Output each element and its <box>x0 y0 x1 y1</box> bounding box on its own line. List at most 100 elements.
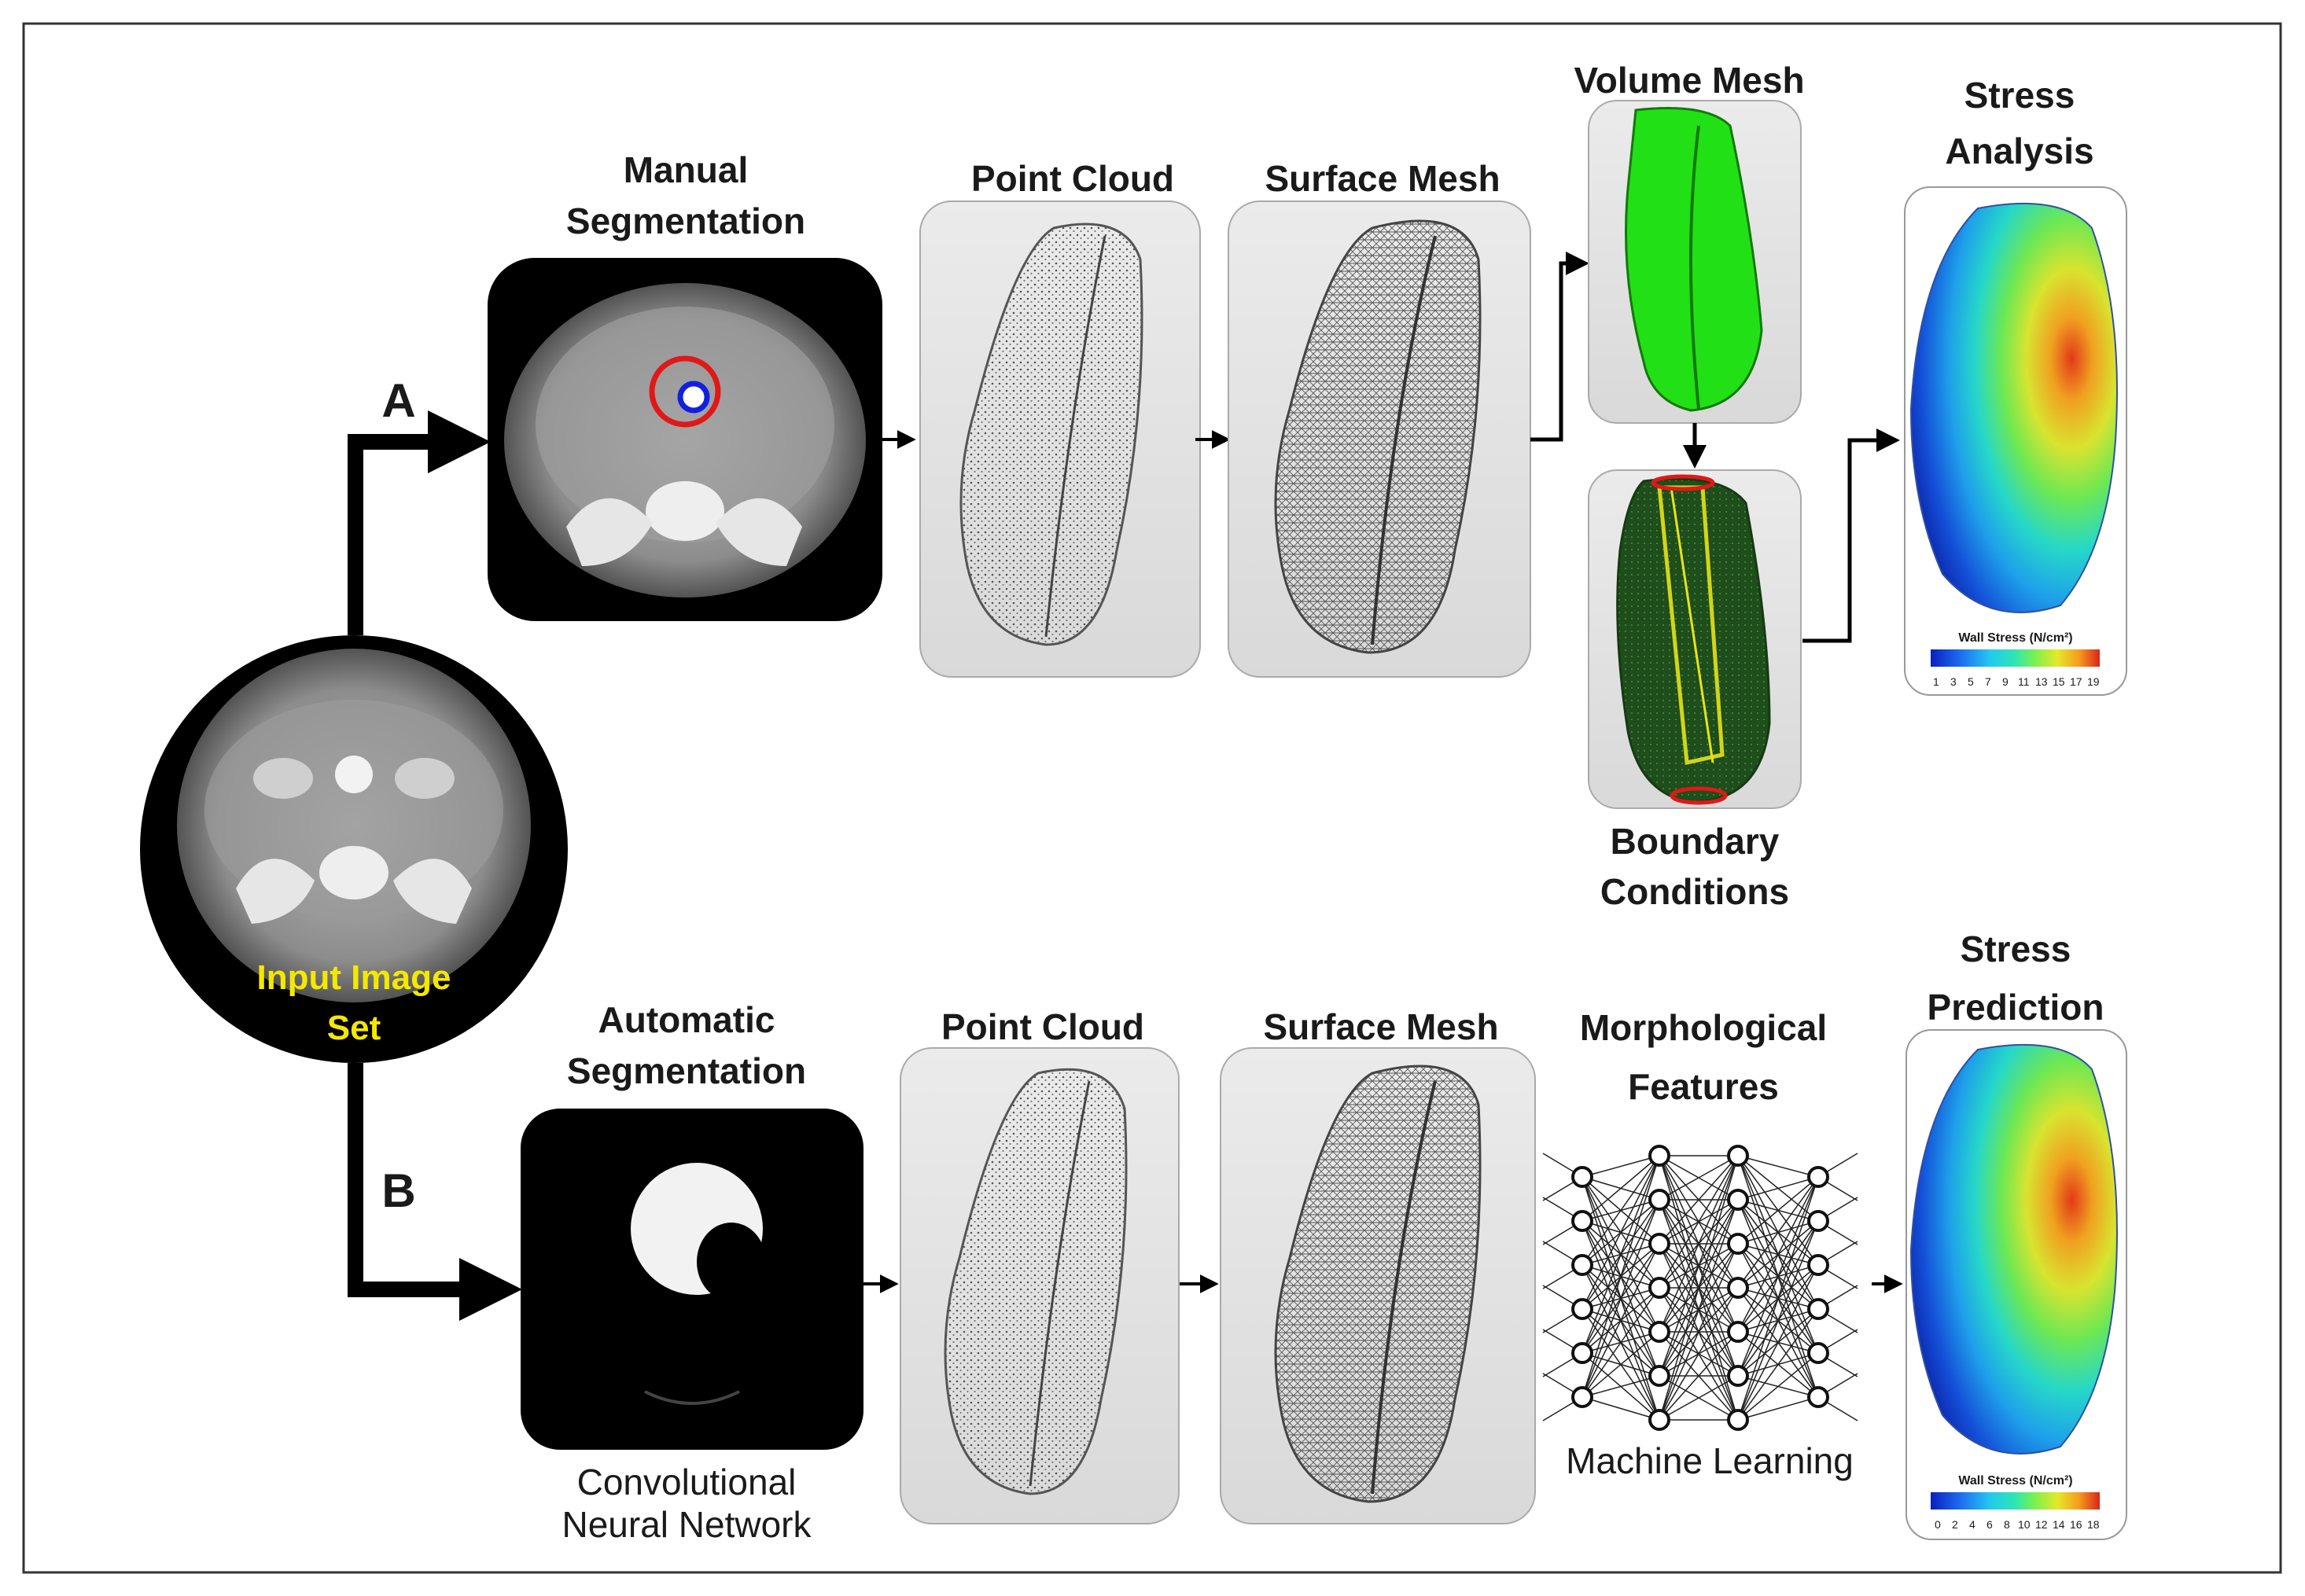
surface-mesh-a-title: Surface Mesh <box>1265 158 1500 199</box>
branch-a-arrow <box>348 410 491 635</box>
point-cloud-b-shape <box>944 1068 1128 1495</box>
nn-edge <box>1659 1287 1739 1421</box>
morph-title-2: Features <box>1628 1066 1779 1107</box>
branch-a-letter: A <box>381 374 415 427</box>
nn-edge <box>1659 1155 1739 1245</box>
input-label-line2: Set <box>327 1009 381 1047</box>
stress-analysis-map <box>1909 202 2118 613</box>
nn-edge <box>1581 1155 1660 1354</box>
nn-edge <box>1581 1375 1660 1398</box>
nn-node <box>1571 1386 1593 1408</box>
branch-b-arrow <box>348 1063 522 1321</box>
legend-a-tick: 3 <box>1950 675 1957 688</box>
legend-a-tick: 13 <box>2035 675 2048 688</box>
nn-edge <box>1659 1243 1739 1421</box>
nn-edge <box>1581 1155 1660 1266</box>
nn-edge <box>1737 1264 1819 1421</box>
arrow-a5 <box>1802 428 1900 643</box>
nn-node <box>1807 1166 1829 1188</box>
legend-b-tick: 12 <box>2035 1518 2048 1531</box>
nn-edge <box>1737 1176 1819 1289</box>
nn-node <box>1571 1210 1593 1232</box>
boundary-bottom <box>1670 786 1728 805</box>
nn-edge <box>1581 1331 1660 1398</box>
legend-b-colorbar <box>1931 1492 2100 1510</box>
nn-edge <box>1659 1199 1739 1421</box>
nn-edge <box>1737 1220 1819 1421</box>
nn-node <box>1648 1321 1670 1343</box>
auto-seg-title-2: Segmentation <box>567 1050 806 1091</box>
legend-b-tick: 10 <box>2018 1518 2031 1531</box>
nn-node <box>1727 1321 1749 1343</box>
point-cloud-b-title: Point Cloud <box>941 1006 1144 1047</box>
legend-b-tick: 2 <box>1952 1518 1958 1531</box>
nn-node <box>1807 1386 1829 1408</box>
nn-edge <box>1581 1396 1660 1421</box>
legend-b-tick: 4 <box>1969 1518 1975 1531</box>
nn-edge <box>1581 1199 1660 1398</box>
legend-a-tick: 5 <box>1968 675 1974 688</box>
input-label-line1: Input Image <box>257 958 451 997</box>
surface-mesh-b-title: Surface Mesh <box>1263 1006 1498 1047</box>
nn-edge <box>1659 1155 1739 1377</box>
surface-mesh-b-shape <box>1274 1065 1482 1503</box>
nn-edge <box>1581 1155 1660 1178</box>
nn-node <box>1648 1277 1670 1299</box>
surface-mesh-a-shape <box>1274 219 1482 654</box>
nn-edge <box>1737 1176 1819 1377</box>
nn-edge <box>1581 1287 1660 1398</box>
nn-node <box>1727 1277 1749 1299</box>
nn-node <box>1807 1210 1829 1232</box>
legend-a-tick: 11 <box>2018 675 2030 688</box>
legend-b-tick: 0 <box>1935 1518 1941 1531</box>
automatic-segmentation-image <box>521 1109 863 1450</box>
nn-edge <box>1659 1155 1739 1289</box>
manual-seg-title-2: Segmentation <box>566 200 805 241</box>
nn-edge <box>1581 1155 1660 1222</box>
nn-node <box>1807 1254 1829 1276</box>
legend-a-title: Wall Stress (N/cm²) <box>1958 631 2072 645</box>
boundary-title-2: Conditions <box>1600 871 1789 912</box>
machine-learning-label: Machine Learning <box>1566 1440 1854 1481</box>
nn-edge <box>1581 1243 1660 1398</box>
legend-b-title: Wall Stress (N/cm²) <box>1958 1474 2072 1488</box>
volume-mesh-title: Volume Mesh <box>1574 60 1804 101</box>
nn-node <box>1648 1365 1670 1387</box>
auto-seg-title-1: Automatic <box>598 999 775 1040</box>
legend-b-tick: 14 <box>2053 1518 2065 1531</box>
nn-edge <box>1737 1155 1819 1178</box>
lumen-inner-contour <box>677 381 710 414</box>
point-cloud-a-title: Point Cloud <box>971 158 1174 199</box>
nn-node <box>1727 1365 1749 1387</box>
nn-edge <box>1659 1155 1739 1201</box>
nn-node <box>1648 1189 1670 1211</box>
nn-edge <box>1659 1375 1739 1421</box>
legend-b-tick: 6 <box>1986 1518 1993 1531</box>
nn-edge <box>1737 1352 1819 1421</box>
boundary-top <box>1651 474 1715 491</box>
nn-node <box>1727 1409 1749 1431</box>
nn-node <box>1648 1145 1670 1167</box>
stress-pred-title-1: Stress <box>1961 929 2071 969</box>
nn-node <box>1648 1233 1670 1255</box>
arrow-a3 <box>1530 252 1589 442</box>
nn-node <box>1571 1166 1593 1188</box>
manual-segmentation-image <box>488 258 882 621</box>
legend-a-tick: 17 <box>2070 675 2082 688</box>
nn-edge <box>1659 1155 1739 1421</box>
nn-node <box>1807 1298 1829 1320</box>
legend-a-tick: 1 <box>1933 675 1939 688</box>
nn-edge <box>1581 1155 1660 1398</box>
nn-edge <box>1737 1176 1819 1201</box>
nn-edge <box>1659 1331 1739 1421</box>
legend-a-tick: 9 <box>2002 675 2009 688</box>
stress-analysis-title-1: Stress <box>1964 75 2075 116</box>
stress-analysis-title-2: Analysis <box>1945 131 2093 171</box>
branch-arrows <box>348 410 522 1321</box>
volume-mesh-shape <box>1625 107 1763 412</box>
morph-title-1: Morphological <box>1580 1007 1827 1048</box>
nn-node <box>1727 1145 1749 1167</box>
nn-node <box>1648 1409 1670 1431</box>
branch-b-letter: B <box>381 1164 415 1217</box>
